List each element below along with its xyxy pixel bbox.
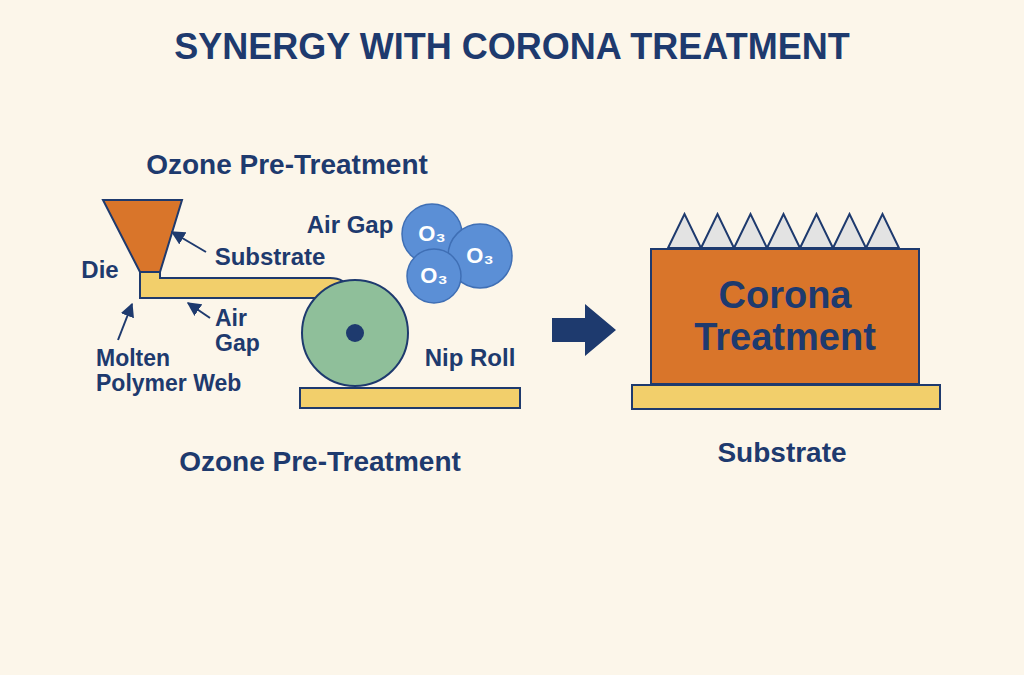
corona-spike (767, 214, 800, 248)
part-label: Air Gap (307, 212, 394, 238)
corona-spike (701, 214, 734, 248)
ozone-cloud: O₃ O₃ O₃ (398, 200, 514, 304)
nip-roll (302, 280, 408, 386)
process-arrow (552, 304, 616, 356)
part-label: Substrate (215, 244, 326, 270)
leader-line (118, 304, 132, 340)
molecule-label: O₃ (466, 244, 493, 268)
part-label: Nip Roll (425, 345, 516, 371)
molecule-label: O₃ (420, 264, 447, 288)
molecule-label: O₃ (418, 222, 445, 246)
part-label: Ozone Pre-Treatment (179, 447, 461, 478)
ozone-bubble (407, 249, 461, 303)
substrate-bar (632, 385, 940, 409)
corona-electrodes (668, 214, 899, 248)
part-label: Substrate (717, 438, 846, 469)
ozone-bubbles (398, 200, 514, 304)
roll-axle (346, 324, 364, 342)
title: SYNERGY WITH CORONA TREATMENT (174, 27, 849, 67)
corona-box: Corona Treatment (650, 248, 920, 385)
corona-spike (734, 214, 767, 248)
corona-spike (800, 214, 833, 248)
part-label: Ozone Pre-Treatment (146, 150, 428, 181)
leader-line (188, 303, 210, 318)
substrate-bar (300, 388, 520, 408)
corona-spike (833, 214, 866, 248)
part-label: Molten Polymer Web (96, 346, 266, 397)
leader-line (172, 232, 206, 252)
corona-spike (866, 214, 899, 248)
box-label: Corona Treatment (662, 275, 908, 359)
part-label: Die (81, 257, 118, 283)
part-label: Air Gap (215, 306, 275, 357)
corona-spike (668, 214, 701, 248)
